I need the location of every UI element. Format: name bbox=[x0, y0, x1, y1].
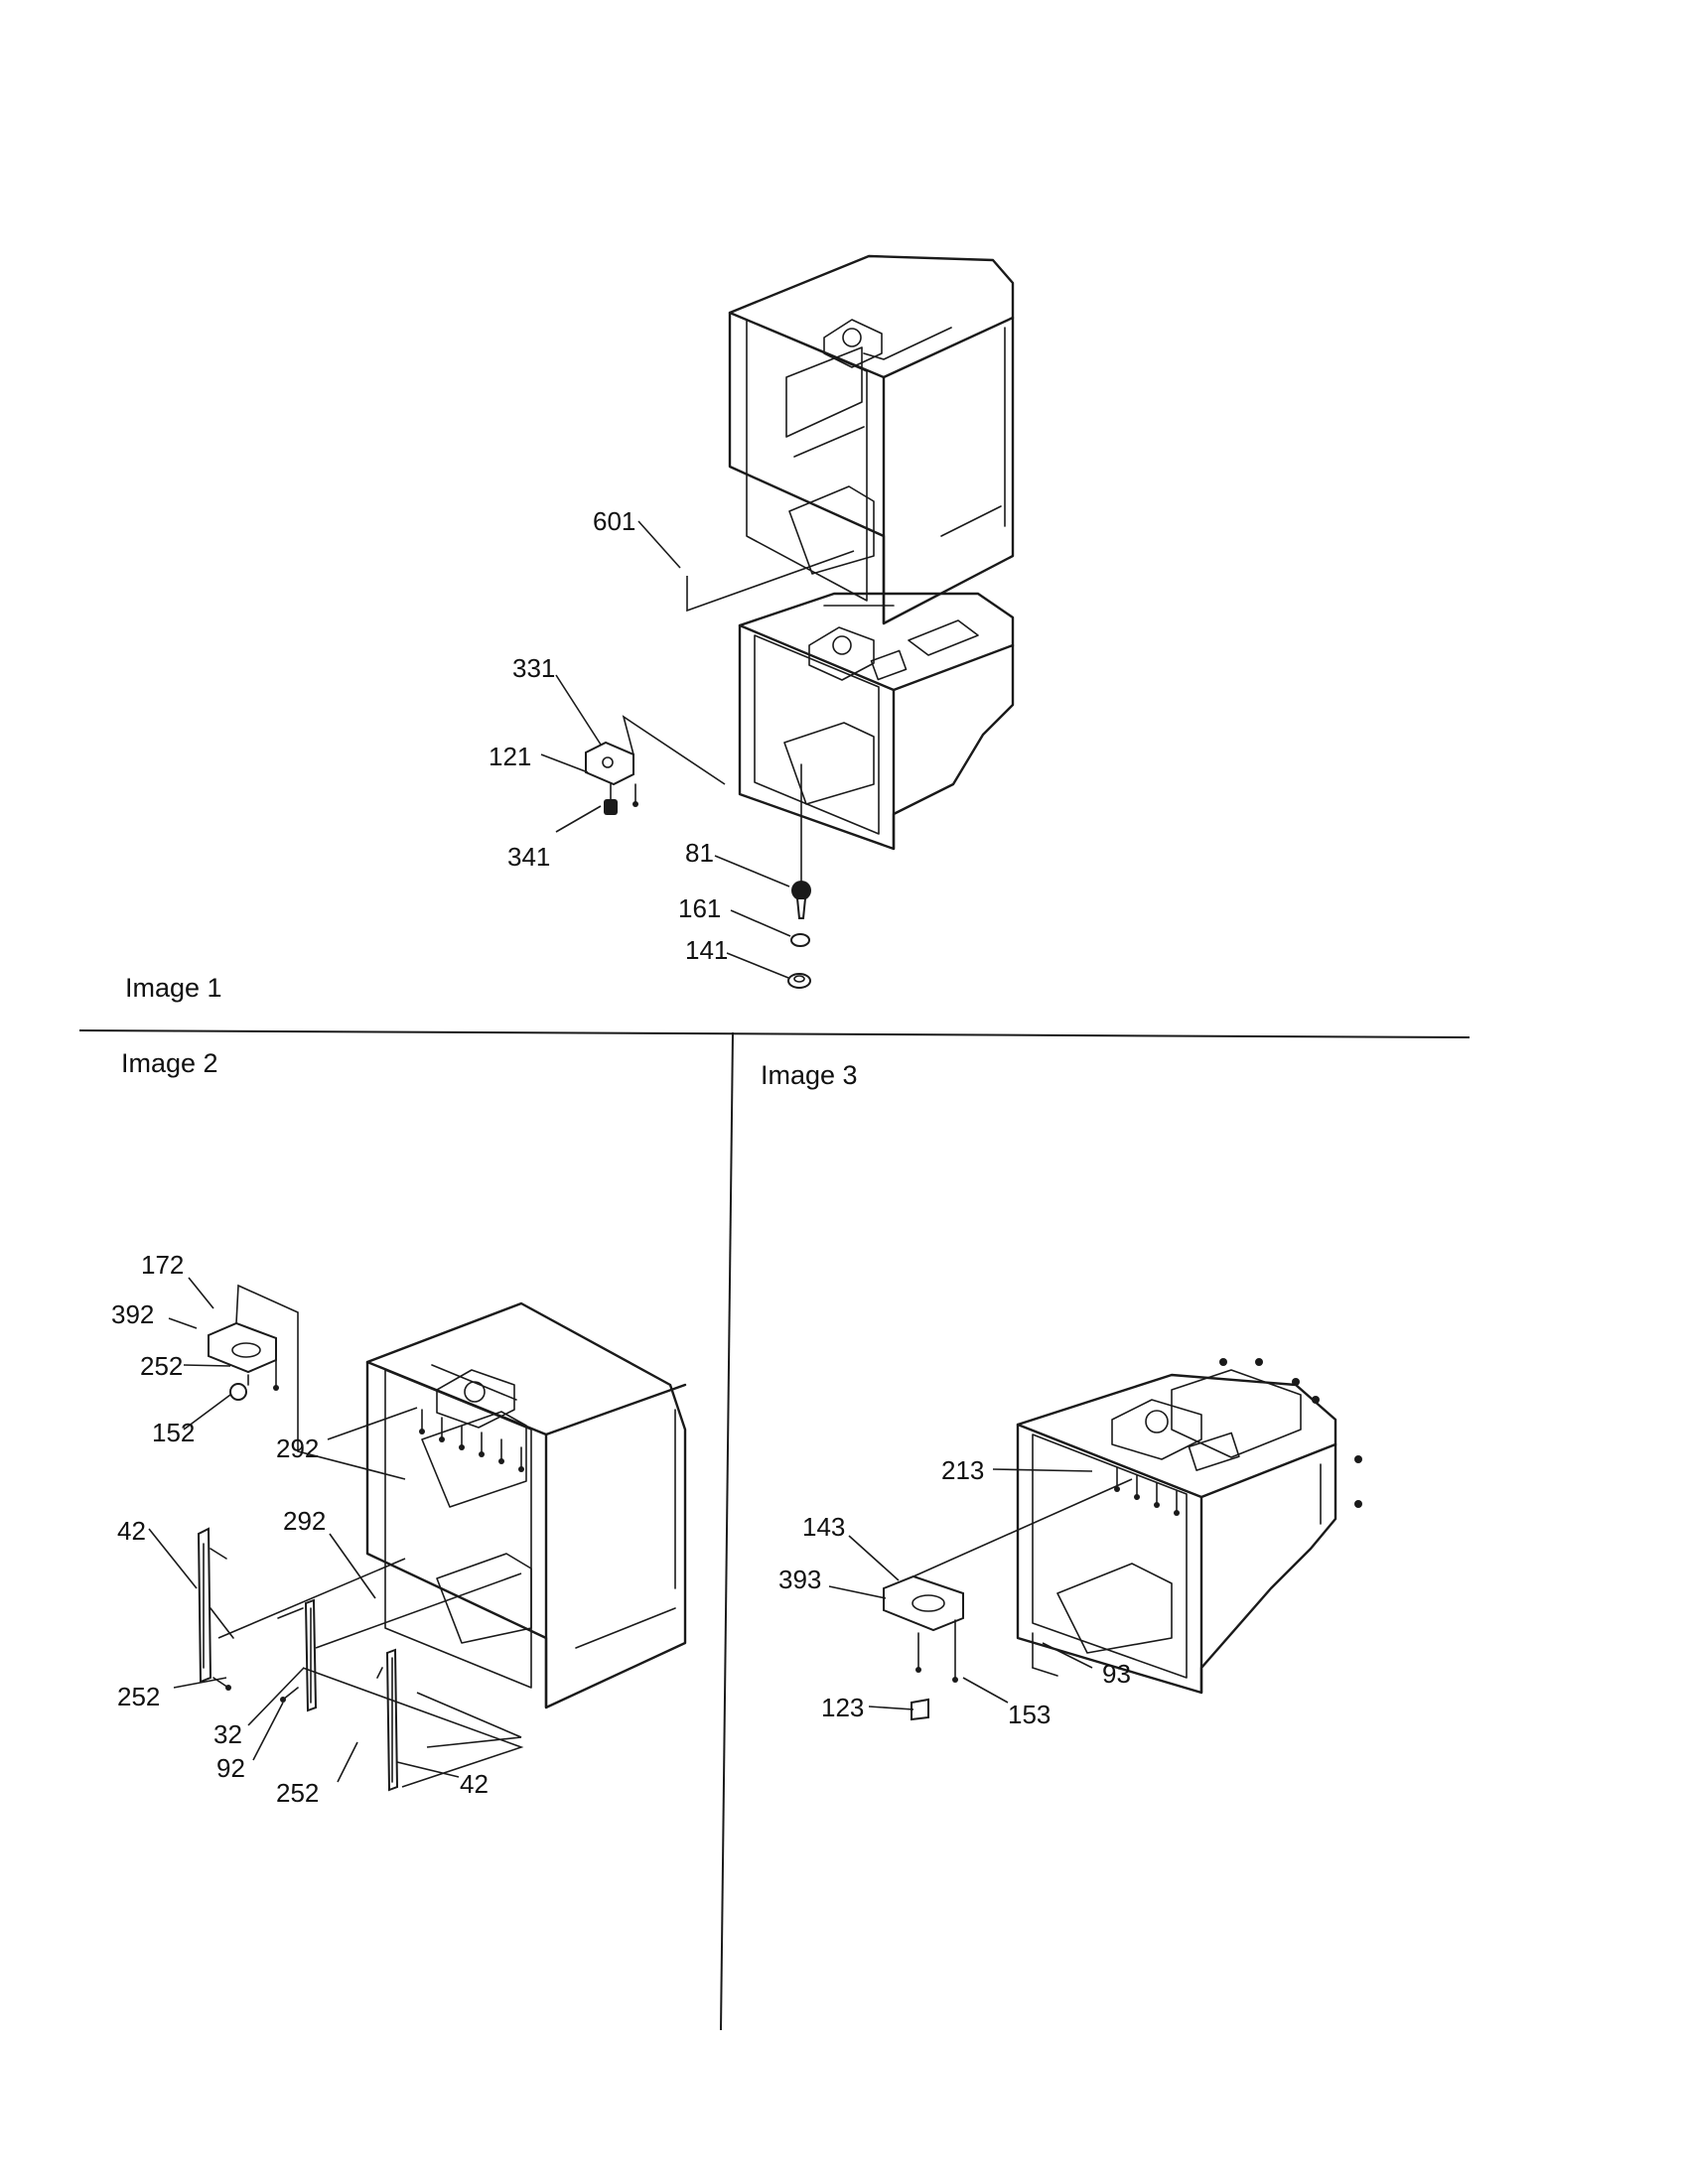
callout-143: 143 bbox=[802, 1512, 845, 1542]
bushing-152 bbox=[229, 1383, 247, 1401]
image2-small-parts bbox=[197, 1284, 524, 1792]
callout-42-right: 42 bbox=[460, 1769, 489, 1799]
washer-161 bbox=[790, 933, 810, 947]
leg-screw-81 bbox=[791, 881, 811, 900]
callout-292-upper: 292 bbox=[276, 1433, 319, 1463]
image1-small-parts bbox=[585, 550, 855, 989]
callout-341: 341 bbox=[507, 842, 550, 872]
image2-leaders bbox=[148, 1277, 460, 1783]
caption-image2: Image 2 bbox=[121, 1048, 218, 1078]
hinge-172 bbox=[208, 1321, 277, 1374]
callout-252-lower: 252 bbox=[276, 1778, 319, 1808]
screw-row-292 bbox=[419, 1409, 524, 1472]
image3-small-parts bbox=[883, 1478, 1133, 1721]
hinge-bracket-331 bbox=[585, 741, 634, 786]
screw-row-213 bbox=[1114, 1358, 1362, 1516]
hinge-143 bbox=[883, 1574, 964, 1632]
caption-image1: Image 1 bbox=[125, 973, 222, 1003]
bushing-123 bbox=[911, 1698, 929, 1721]
callout-93: 93 bbox=[1102, 1659, 1131, 1689]
callout-252-middle: 252 bbox=[117, 1682, 160, 1711]
callout-141: 141 bbox=[685, 935, 728, 965]
callout-81: 81 bbox=[685, 838, 714, 868]
image2-cabinet bbox=[365, 1301, 687, 1709]
image1-leaders bbox=[540, 520, 791, 979]
callout-121: 121 bbox=[489, 742, 531, 771]
bushing-341 bbox=[604, 799, 618, 815]
callout-92: 92 bbox=[216, 1753, 245, 1783]
callout-252-upper: 252 bbox=[140, 1351, 183, 1381]
rail-42-left bbox=[197, 1527, 212, 1684]
callout-42-left: 42 bbox=[117, 1516, 146, 1546]
callout-393: 393 bbox=[778, 1565, 821, 1594]
callout-123: 123 bbox=[821, 1693, 864, 1722]
upper-liner bbox=[728, 254, 1015, 625]
callout-152: 152 bbox=[152, 1418, 195, 1447]
image3-cabinet bbox=[1016, 1358, 1362, 1695]
callout-161: 161 bbox=[678, 893, 721, 923]
callout-213: 213 bbox=[941, 1455, 984, 1485]
callout-292-lower: 292 bbox=[283, 1506, 326, 1536]
vertical-divider bbox=[720, 1031, 734, 2031]
callout-153: 153 bbox=[1008, 1700, 1051, 1729]
callout-172: 172 bbox=[141, 1250, 184, 1280]
glide-141 bbox=[787, 973, 811, 989]
horizontal-divider bbox=[78, 1029, 1471, 1038]
image3-leaders bbox=[828, 1468, 1093, 1710]
callout-32: 32 bbox=[213, 1719, 242, 1749]
callout-601: 601 bbox=[593, 506, 635, 536]
lower-liner bbox=[738, 592, 1015, 851]
caption-image3: Image 3 bbox=[761, 1060, 858, 1090]
callout-392: 392 bbox=[111, 1299, 154, 1329]
callout-331: 331 bbox=[512, 653, 555, 683]
